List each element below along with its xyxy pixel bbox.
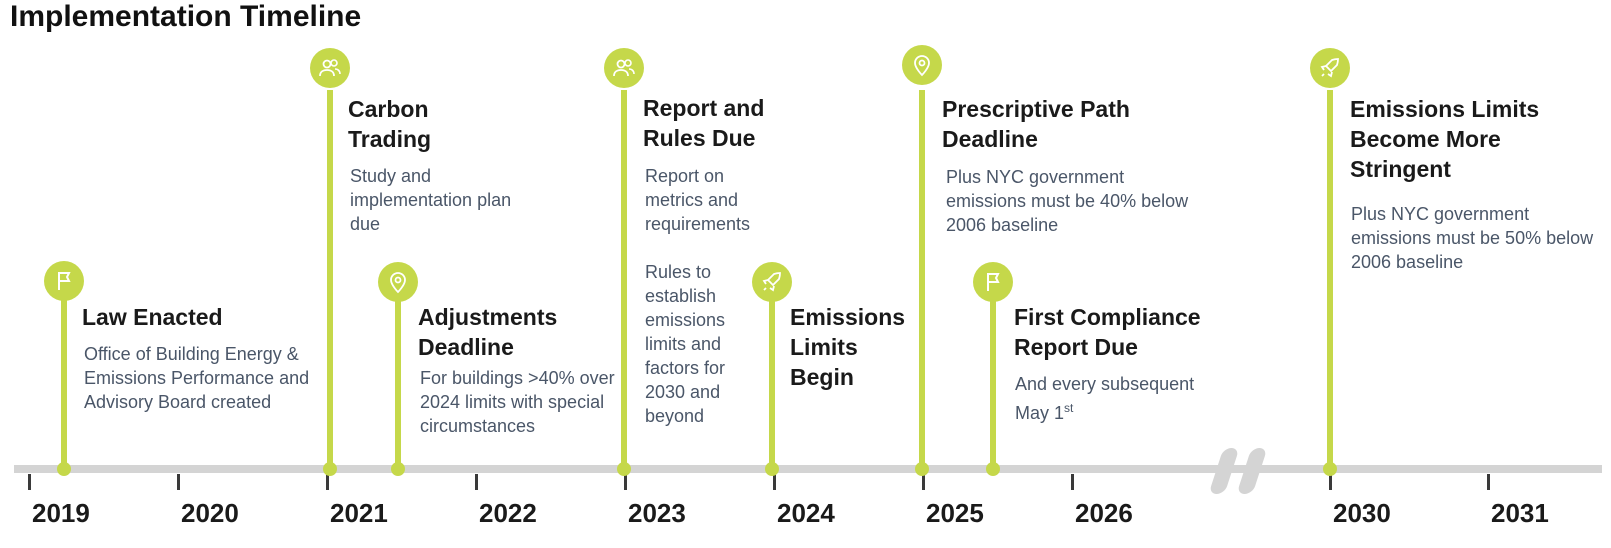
- event-pole: [621, 90, 627, 470]
- year-tick: [475, 474, 478, 490]
- event-axis-dot: [765, 462, 779, 476]
- event-description-secondary: Rules to establish emissions limits and …: [645, 262, 726, 426]
- ordinal-suffix: st: [1064, 401, 1074, 415]
- year-label: 2021: [330, 498, 388, 528]
- flag-icon: [44, 261, 84, 301]
- page-title: Implementation Timeline: [10, 0, 362, 33]
- event-axis-dot: [1323, 462, 1337, 476]
- year-tick: [922, 474, 925, 490]
- rocket-icon: [752, 262, 792, 302]
- event-pole: [1327, 90, 1333, 470]
- location-pin-icon: [902, 45, 942, 85]
- event-heading: Emissions Limits Begin: [790, 304, 906, 390]
- event-description: Plus NYC government emissions must be 50…: [1351, 204, 1594, 272]
- event-axis-dot: [391, 462, 405, 476]
- event-description: Plus NYC government emissions must be 40…: [946, 167, 1189, 235]
- location-pin-icon: [378, 262, 418, 302]
- year-label: 2026: [1075, 498, 1133, 528]
- year-tick: [624, 474, 627, 490]
- people-icon: [604, 48, 644, 88]
- year-label: 2022: [479, 498, 537, 528]
- event-description: And every subsequent May 1st: [1015, 374, 1195, 423]
- event-heading: Report and Rules Due: [643, 95, 765, 151]
- event-pole: [395, 300, 401, 470]
- year-label: 2031: [1491, 498, 1549, 528]
- event-description: Report on metrics and requirements: [645, 166, 751, 234]
- event-heading: Prescriptive Path Deadline: [942, 96, 1130, 152]
- year-label: 2030: [1333, 498, 1391, 528]
- year-label: 2020: [181, 498, 239, 528]
- event-description: For buildings >40% over 2024 limits with…: [420, 368, 615, 436]
- year-tick: [326, 474, 329, 490]
- rocket-icon: [1310, 48, 1350, 88]
- year-tick: [1071, 474, 1074, 490]
- year-label: 2019: [32, 498, 90, 528]
- flag-icon: [973, 262, 1013, 302]
- event-heading: First Compliance Report Due: [1014, 304, 1201, 360]
- year-tick: [1329, 474, 1332, 490]
- event-pole: [919, 90, 925, 470]
- year-tick: [28, 474, 31, 490]
- event-axis-dot: [986, 462, 1000, 476]
- event-pole: [769, 300, 775, 470]
- year-label: 2024: [777, 498, 835, 528]
- event-axis-dot: [617, 462, 631, 476]
- event-description: Study and implementation plan due: [350, 166, 512, 234]
- event-heading: Carbon Trading: [348, 96, 432, 152]
- event-description: Office of Building Energy & Emissions Pe…: [84, 344, 310, 412]
- year-tick: [1487, 474, 1490, 490]
- event-axis-dot: [57, 462, 71, 476]
- people-icon: [310, 48, 350, 88]
- timeline-axis: [14, 465, 1602, 473]
- event-axis-dot: [915, 462, 929, 476]
- year-tick: [177, 474, 180, 490]
- event-heading: Adjustments Deadline: [418, 304, 558, 360]
- event-axis-dot: [323, 462, 337, 476]
- event-pole: [327, 90, 333, 470]
- event-pole: [61, 300, 67, 470]
- event-pole: [990, 300, 996, 470]
- event-heading: Law Enacted: [82, 304, 223, 330]
- year-tick: [773, 474, 776, 490]
- event-heading: Emissions Limits Become More Stringent: [1350, 96, 1540, 182]
- year-label: 2025: [926, 498, 984, 528]
- year-label: 2023: [628, 498, 686, 528]
